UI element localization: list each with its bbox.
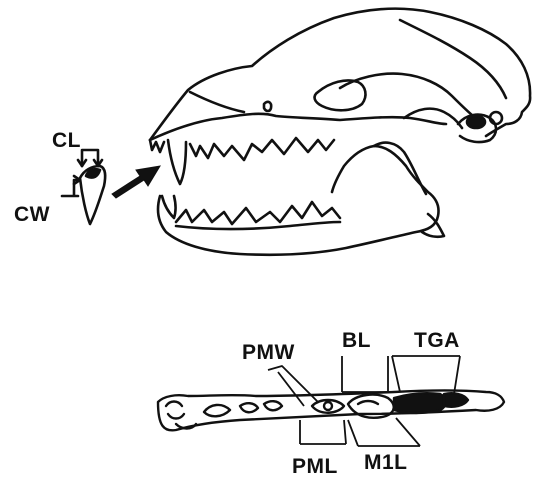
p4-cusp	[324, 402, 332, 410]
sagittal-line	[400, 20, 506, 98]
canine-cross-section	[86, 169, 100, 177]
auditory-meatus	[467, 116, 485, 128]
lower-cheek-teeth	[176, 202, 340, 224]
label-bl: BL	[342, 330, 371, 351]
pmw-callout	[268, 366, 318, 406]
upper-cheek-teeth	[190, 138, 334, 160]
m2-outline	[444, 393, 468, 407]
label-cl: CL	[52, 130, 81, 151]
coronoid-process	[374, 143, 426, 194]
nasal-line	[190, 92, 244, 112]
pointer-arrow	[112, 166, 160, 198]
label-cw: CW	[14, 204, 50, 225]
lower-canine	[162, 196, 176, 218]
label-pmw: PMW	[242, 342, 295, 363]
anterior-teeth	[166, 402, 196, 429]
pml-callout	[300, 420, 346, 444]
tga-callout	[392, 356, 460, 394]
m1-cusps	[358, 401, 378, 404]
bl-callout	[342, 356, 388, 392]
infraorbital-foramen	[264, 102, 271, 111]
m1l-callout	[348, 418, 420, 446]
label-m1l: M1L	[364, 452, 408, 473]
canid-skull-drawing	[150, 9, 530, 255]
upper-canine	[168, 140, 186, 184]
label-tga: TGA	[414, 330, 460, 351]
premolar-teeth	[204, 401, 282, 416]
mandible-outline	[158, 146, 439, 255]
zygomatic-arch	[340, 74, 478, 120]
orbit-outline	[315, 80, 366, 110]
upper-incisors	[150, 140, 164, 152]
label-pml: PML	[292, 456, 338, 477]
mandible-alveolar-line	[176, 222, 340, 229]
maxilla-outline	[150, 114, 446, 140]
canine-detail	[62, 150, 105, 224]
mandible-detail	[158, 391, 504, 431]
tga-hatched-area	[394, 393, 446, 413]
